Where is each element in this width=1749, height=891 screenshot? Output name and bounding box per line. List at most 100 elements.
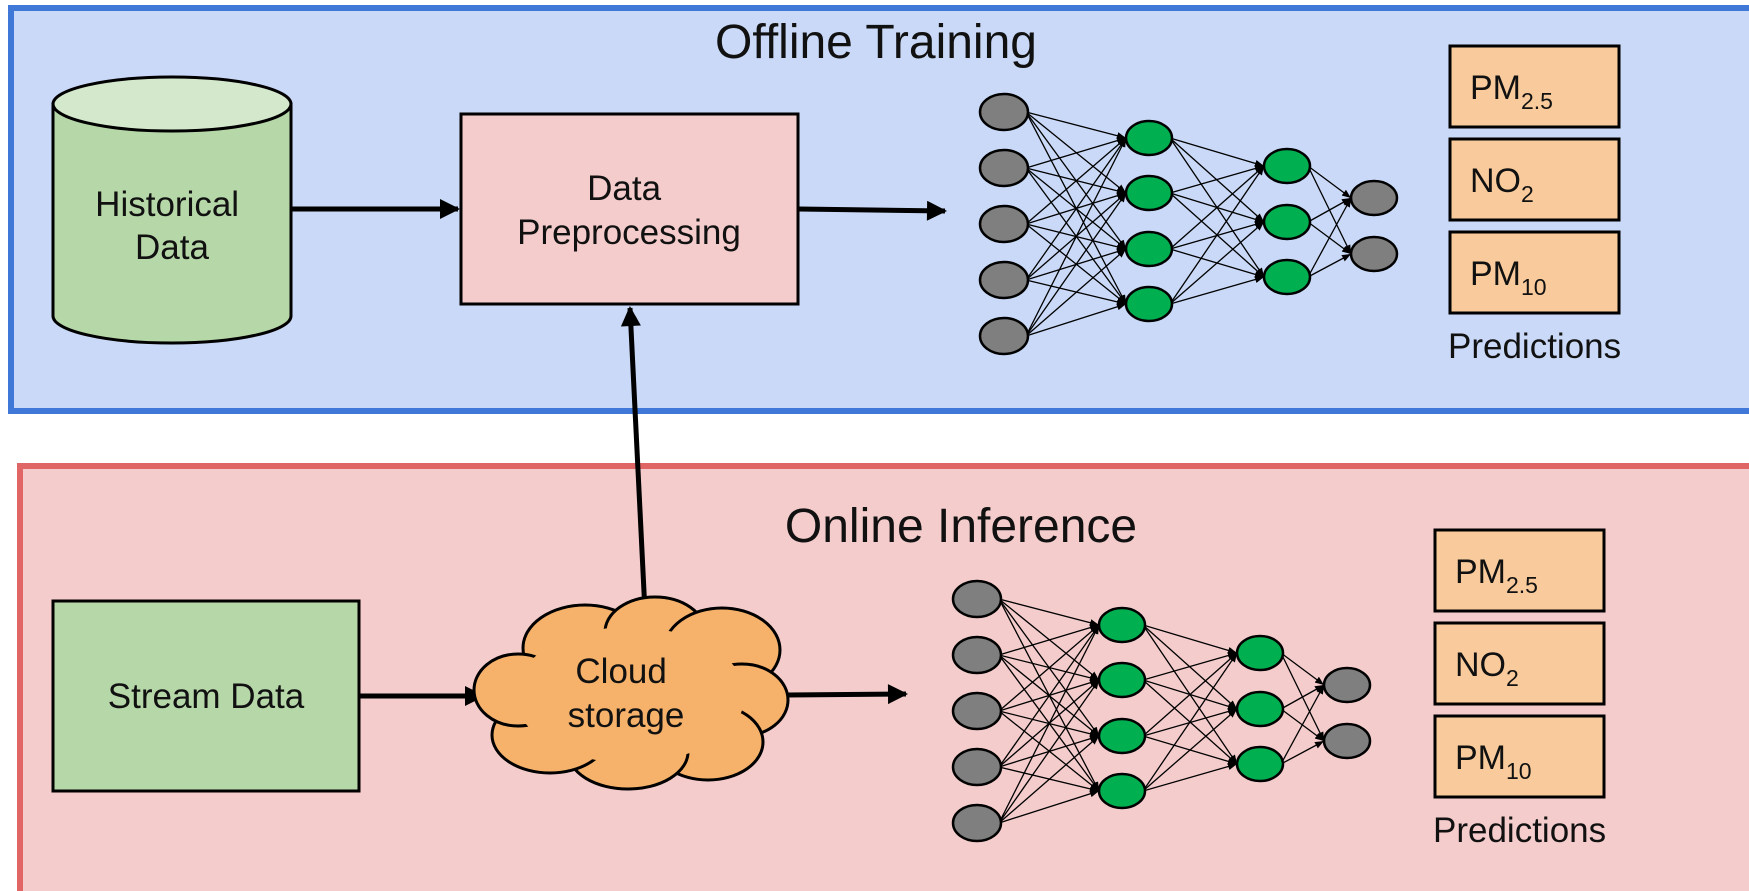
nn-connection <box>1025 137 1127 169</box>
stream-data-box <box>51 599 361 793</box>
stream-data-label: Stream Data <box>108 677 305 716</box>
cloud-storage-node: Cloud storage <box>472 595 790 791</box>
nn-hidden-node <box>1124 285 1174 323</box>
nn-hidden-node <box>1097 606 1147 644</box>
historical-data-label-line1: Historical <box>95 185 239 224</box>
prediction-box: PM10 <box>1433 714 1606 799</box>
historical-data-node: Historical Data <box>51 75 293 345</box>
nn-connections <box>1025 111 1352 337</box>
nn-connections <box>998 598 1325 824</box>
cloud-label-line1: Cloud <box>575 652 666 691</box>
nn-output-node <box>1349 235 1399 273</box>
prediction-label: NO2 <box>1455 646 1519 691</box>
data-preprocessing-node: Data Preprocessing <box>459 112 800 306</box>
nn-input-node <box>951 691 1003 731</box>
arrow-cloud-to-network <box>787 684 908 705</box>
nn-hidden-node <box>1097 772 1147 810</box>
nn-input-node <box>978 92 1030 132</box>
nn-connection <box>1142 652 1238 681</box>
offline-panel-title: Offline Training <box>715 16 1037 69</box>
prediction-label-base: PM <box>1470 255 1521 293</box>
prediction-label-base: PM <box>1470 69 1521 107</box>
predictions-caption: Predictions <box>1433 811 1606 850</box>
nn-hidden-node <box>1124 174 1174 212</box>
nn-connection <box>998 735 1100 824</box>
nn-connection <box>1169 165 1265 194</box>
nn-connection <box>1025 137 1127 281</box>
nn-hidden-node <box>1097 661 1147 699</box>
nn-connection <box>1142 708 1238 792</box>
cylinder-body <box>51 102 293 345</box>
online-neural-network-icon <box>951 579 1372 843</box>
prediction-label-subscript: 2.5 <box>1521 88 1553 114</box>
nn-connection <box>998 790 1100 824</box>
nn-hidden-node <box>1124 119 1174 157</box>
nn-connection <box>1142 763 1238 792</box>
prediction-label-subscript: 2 <box>1521 181 1534 207</box>
prediction-box: PM10 <box>1448 230 1621 315</box>
nn-connection <box>1169 165 1265 305</box>
nn-connection <box>1169 221 1265 305</box>
preprocessing-label-line2: Preprocessing <box>517 213 741 252</box>
nn-hidden-node <box>1124 230 1174 268</box>
nn-connection <box>1307 253 1352 278</box>
online-panel-title: Online Inference <box>785 500 1137 553</box>
nn-connection <box>1025 137 1127 337</box>
prediction-box: NO2 <box>1433 621 1606 706</box>
nn-output-node <box>1322 666 1372 704</box>
nn-hidden-node <box>1235 634 1285 672</box>
nn-connection <box>998 624 1100 712</box>
nn-input-node <box>951 635 1003 675</box>
nn-connection <box>1169 165 1265 250</box>
nn-input-node <box>978 260 1030 300</box>
nn-hidden-node <box>1097 717 1147 755</box>
prediction-label-subscript: 2.5 <box>1506 572 1538 598</box>
nn-connection <box>1025 303 1127 337</box>
prediction-label-subscript: 10 <box>1521 274 1547 300</box>
cloud-center <box>515 627 745 763</box>
prediction-label-base: PM <box>1455 739 1506 777</box>
nn-connection <box>998 598 1100 627</box>
offline-neural-network-icon <box>978 92 1399 356</box>
svg-text:Cloud storage: Cloud storage <box>568 652 685 735</box>
prediction-box-frame <box>1448 230 1621 315</box>
nn-connection <box>1280 684 1325 765</box>
prediction-box: PM2.5 <box>1433 528 1606 613</box>
prediction-label-base: NO <box>1470 162 1521 200</box>
prediction-label-subscript: 2 <box>1506 665 1519 691</box>
nn-connection <box>1142 624 1238 654</box>
nn-input-node <box>978 316 1030 356</box>
prediction-label: PM10 <box>1455 739 1532 784</box>
data-preprocessing-box <box>459 112 800 306</box>
nn-input-node <box>978 204 1030 244</box>
nn-input-node <box>951 803 1003 843</box>
nn-connection <box>1025 137 1127 225</box>
nn-connection <box>998 624 1100 768</box>
nn-hidden-node <box>1262 258 1312 296</box>
prediction-label: PM10 <box>1470 255 1547 300</box>
nn-connection <box>1025 192 1127 337</box>
nn-hidden-node <box>1235 745 1285 783</box>
nn-connection <box>1025 248 1127 337</box>
nn-connection <box>1280 740 1325 765</box>
cylinder-top <box>51 75 293 133</box>
arrow-preprocessing-to-network <box>798 200 947 221</box>
prediction-label-base: PM <box>1455 553 1506 591</box>
prediction-box-frame <box>1448 44 1621 129</box>
prediction-box-frame <box>1433 714 1606 799</box>
nn-input-node <box>978 148 1030 188</box>
svg-text:Historical Data: Historical Data <box>95 185 249 267</box>
nn-input-node <box>951 579 1003 619</box>
nn-connection <box>1307 197 1352 278</box>
nn-connection <box>998 624 1100 656</box>
database-cylinder-icon <box>51 75 293 345</box>
nn-hidden-node <box>1262 147 1312 185</box>
nn-connection <box>1142 652 1238 792</box>
prediction-box: NO2 <box>1448 137 1621 222</box>
prediction-box-frame <box>1448 137 1621 222</box>
predictions-caption: Predictions <box>1448 327 1621 366</box>
nn-output-node <box>1322 722 1372 760</box>
nn-hidden-node <box>1262 203 1312 241</box>
